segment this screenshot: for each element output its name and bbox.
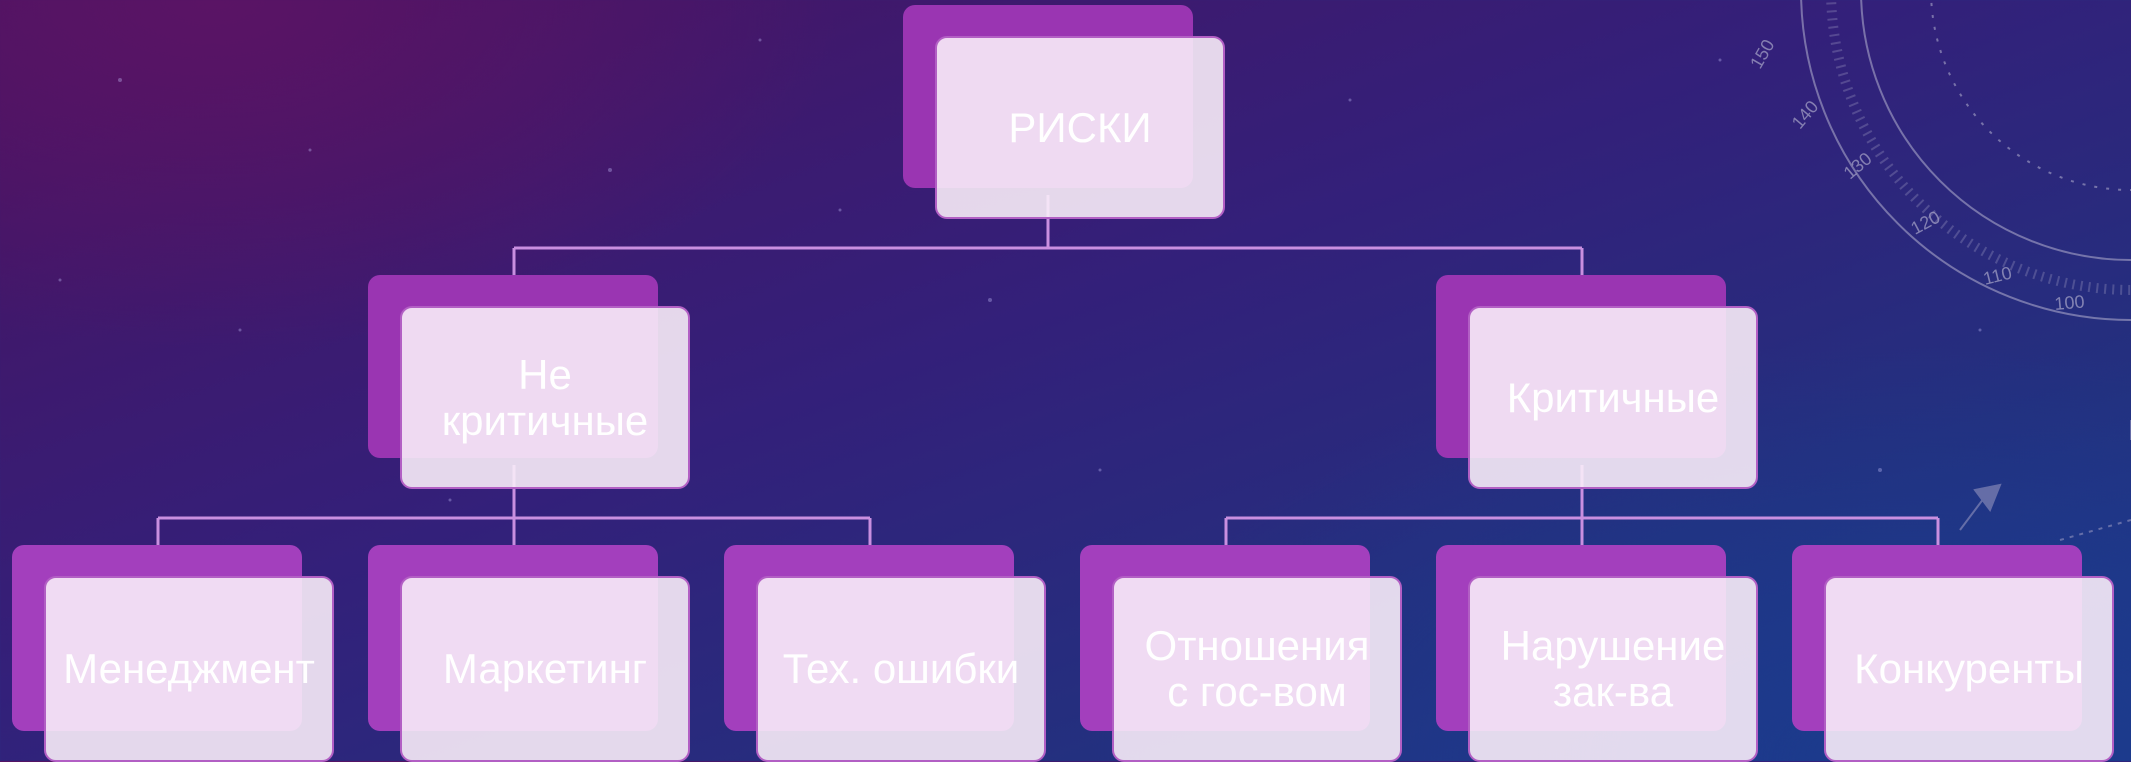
- node-label-competitors: Конкуренты: [1854, 645, 2084, 692]
- node-box: Менеджмент: [44, 576, 334, 762]
- node-box: Конкуренты: [1824, 576, 2114, 762]
- node-label-government-relations: Отношения с гос-вом: [1144, 622, 1370, 715]
- node-label-critical: Критичные: [1506, 373, 1720, 421]
- node-box: Тех. ошибки: [756, 576, 1046, 762]
- node-box: Маркетинг: [400, 576, 690, 762]
- node-label-marketing: Маркетинг: [442, 645, 648, 692]
- node-label-law-violation: Нарушение зак-ва: [1500, 622, 1726, 715]
- node-label-risks: РИСКИ: [1008, 103, 1152, 151]
- node-box: Отношения с гос-вом: [1112, 576, 1402, 762]
- node-label-noncritical: Не критичные: [441, 350, 649, 444]
- node-box: Не критичные: [400, 306, 690, 489]
- node-label-tech-errors: Тех. ошибки: [782, 645, 1020, 692]
- node-label-management: Менеджмент: [63, 645, 315, 692]
- node-box: Нарушение зак-ва: [1468, 576, 1758, 762]
- node-box: Критичные: [1468, 306, 1758, 489]
- node-box: РИСКИ: [935, 36, 1225, 219]
- dial-number-100: 100: [2054, 291, 2086, 314]
